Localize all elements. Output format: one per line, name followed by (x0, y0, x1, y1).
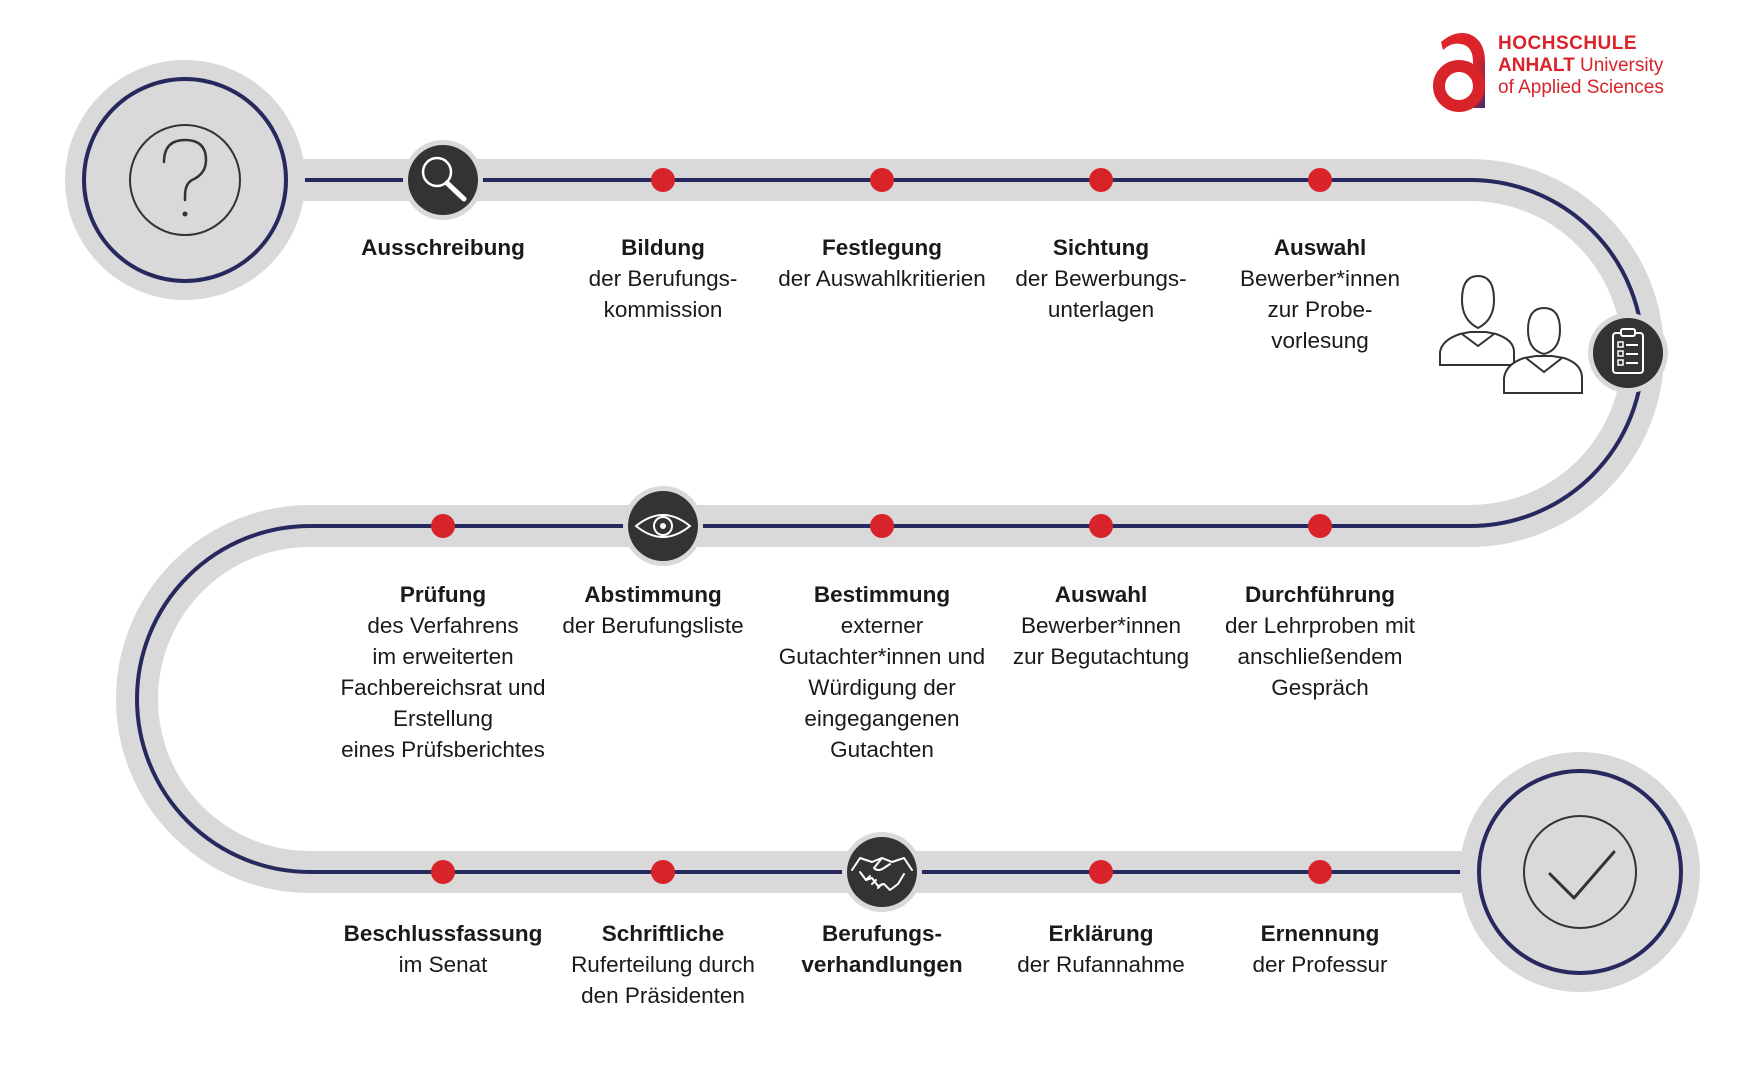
step-label: Schriftliche Ruferteilung durch den Präs… (548, 918, 778, 1011)
clipboard-checklist-icon (1612, 328, 1644, 374)
eye-node (623, 486, 703, 566)
step-dot (1089, 860, 1113, 884)
step-dot (1089, 514, 1113, 538)
step-label: Bestimmung externer Gutachter*innen und … (767, 579, 997, 765)
handshake-node (842, 832, 922, 912)
step-title: Durchführung (1245, 582, 1395, 607)
step-label: Prüfung des Verfahrens im erweiterten Fa… (328, 579, 558, 765)
step-dot (431, 860, 455, 884)
step-title: Festlegung (821, 235, 942, 260)
handshake-icon (851, 857, 913, 891)
step-title: Auswahl (1054, 582, 1148, 607)
step-title: Berufungs- verhandlungen (801, 921, 963, 977)
step-dot (1308, 514, 1332, 538)
step-title: Schriftliche (601, 921, 725, 946)
step-label: Ernennung der Professur (1205, 918, 1435, 980)
step-desc: im Senat (398, 952, 488, 977)
step-title: Beschlussfassung (343, 921, 543, 946)
two-persons-icon (1439, 274, 1583, 394)
logo-line2-bold: ANHALT (1498, 55, 1575, 76)
step-label: Ausschreibung (328, 232, 558, 263)
step-title: Ausschreibung (361, 235, 525, 260)
step-title: Prüfung (399, 582, 487, 607)
step-label: Bildung der Berufungs- kommission (548, 232, 778, 325)
step-desc: der Berufungsliste (562, 613, 744, 638)
step-dot (651, 168, 675, 192)
step-title: Auswahl (1273, 235, 1367, 260)
university-logo: HOCHSCHULE ANHALT University of Applied … (1425, 28, 1725, 118)
step-dot (1308, 860, 1332, 884)
step-desc: Bewerber*innen zur Begutachtung (1012, 613, 1190, 669)
step-desc: der Berufungs- kommission (588, 266, 738, 322)
eye-icon (634, 514, 692, 538)
step-label: Berufungs- verhandlungen (767, 918, 997, 980)
logo-line2: ANHALT University (1498, 55, 1664, 77)
step-desc: der Auswahlkritierien (778, 266, 986, 291)
question-mark-icon (129, 124, 241, 236)
step-title: Bestimmung (813, 582, 951, 607)
step-desc: Bewerber*innen zur Probe- vorlesung (1239, 266, 1401, 353)
checkmark-icon (1523, 815, 1637, 929)
step-desc: Ruferteilung durch den Präsidenten (571, 952, 755, 1008)
step-dot (431, 514, 455, 538)
step-label: Durchführung der Lehrproben mit anschlie… (1205, 579, 1435, 703)
step-dot (651, 860, 675, 884)
logo-line2-rest: University (1574, 55, 1664, 76)
step-dot (1089, 168, 1113, 192)
step-label: Beschlussfassung im Senat (328, 918, 558, 980)
step-desc: der Lehrproben mit anschließendem Gesprä… (1224, 613, 1416, 700)
step-dot (870, 168, 894, 192)
step-label: Festlegung der Auswahlkritierien (767, 232, 997, 294)
step-dot (870, 514, 894, 538)
step-dot (1308, 168, 1332, 192)
search-node (403, 140, 483, 220)
step-desc: der Bewerbungs- unterlagen (1015, 266, 1187, 322)
end-node (1460, 752, 1700, 992)
step-desc: externer Gutachter*innen und Würdigung d… (778, 613, 986, 762)
step-desc: der Rufannahme (1017, 952, 1185, 977)
logo-line1: HOCHSCHULE (1498, 33, 1638, 54)
step-label: Erklärung der Rufannahme (986, 918, 1216, 980)
step-label: Sichtung der Bewerbungs- unterlagen (986, 232, 1216, 325)
clipboard-node (1588, 313, 1668, 393)
step-desc: des Verfahrens im erweiterten Fachbereic… (340, 613, 546, 762)
step-desc: der Professur (1252, 952, 1388, 977)
step-title: Ernennung (1260, 921, 1380, 946)
step-label: Auswahl Bewerber*innen zur Begutachtung (986, 579, 1216, 672)
step-title: Bildung (621, 235, 705, 260)
magnifier-icon (421, 156, 467, 202)
start-node (65, 60, 305, 300)
logo-line3: of Applied Sciences (1498, 77, 1664, 98)
step-label: Abstimmung der Berufungsliste (538, 579, 768, 641)
logo-a-mark (1433, 33, 1485, 112)
step-title: Abstimmung (584, 582, 722, 607)
step-title: Sichtung (1052, 235, 1150, 260)
step-label: Auswahl Bewerber*innen zur Probe- vorles… (1205, 232, 1435, 356)
logo-text: HOCHSCHULE ANHALT University of Applied … (1498, 33, 1664, 99)
step-title: Erklärung (1048, 921, 1154, 946)
